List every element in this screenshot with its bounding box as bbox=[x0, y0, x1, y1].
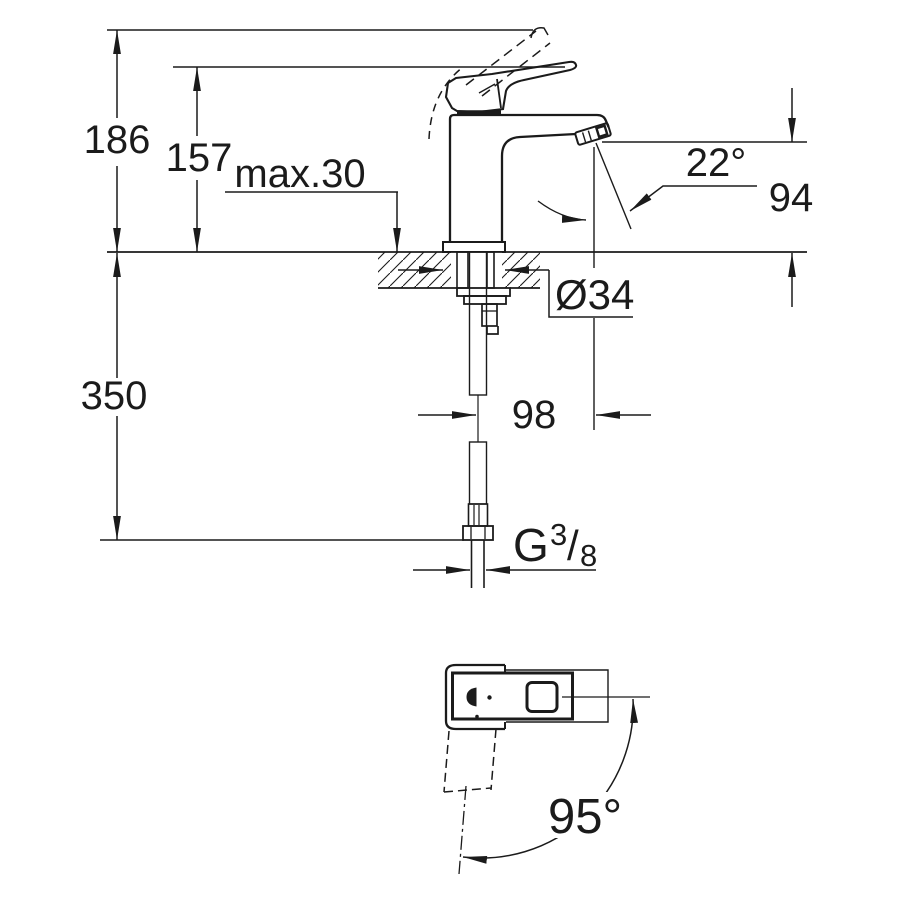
dim-label-g: G bbox=[513, 519, 549, 571]
stud-hook bbox=[486, 326, 499, 335]
dim-label-98: 98 bbox=[512, 393, 557, 437]
lever-handle bbox=[444, 60, 578, 114]
dim-157: 157 bbox=[166, 66, 565, 252]
angle-leader-line bbox=[629, 185, 757, 212]
aerator bbox=[574, 122, 612, 146]
dim-label-350: 350 bbox=[81, 374, 148, 418]
dim-label-g-denominator: 8 bbox=[580, 538, 597, 573]
mounting-washer bbox=[456, 287, 511, 297]
open-handle-tip bbox=[530, 26, 549, 39]
dim-label-g-slash: / bbox=[567, 522, 579, 569]
lever-handle-open-dashed bbox=[428, 26, 551, 140]
stream-reference bbox=[537, 142, 632, 430]
flow-arc-arrow bbox=[537, 200, 587, 223]
dim-22deg: 22° bbox=[629, 141, 757, 212]
supply-hose bbox=[462, 251, 494, 588]
dim-label-22deg: 22° bbox=[686, 141, 747, 185]
base-escutcheon bbox=[442, 241, 506, 253]
lever-pivot-dot bbox=[487, 695, 492, 700]
dim-label-95deg: 95° bbox=[548, 790, 622, 844]
stream-angled-line bbox=[595, 142, 632, 230]
dim-g38: G 3 / 8 bbox=[413, 517, 597, 574]
hose-collar bbox=[467, 503, 489, 527]
faucet-outer-profile bbox=[448, 113, 610, 242]
handle-swing-dashed-arc bbox=[428, 66, 464, 140]
lever-cube-recess bbox=[525, 681, 559, 713]
dim-max30: max.30 bbox=[225, 152, 401, 252]
mounting-stud bbox=[481, 303, 498, 327]
faucet-spout-underside bbox=[500, 132, 577, 242]
hose-braid-lower bbox=[468, 441, 488, 505]
dim-label-g-numerator: 3 bbox=[550, 517, 567, 552]
mounting-nut bbox=[463, 295, 507, 305]
dim-label-186: 186 bbox=[84, 118, 151, 162]
lever-rotated-dashed bbox=[443, 728, 497, 875]
mounting-hardware bbox=[456, 251, 511, 335]
rotated-centerline bbox=[458, 785, 467, 875]
dia34-leader-line bbox=[548, 270, 633, 318]
dim-label-max30: max.30 bbox=[234, 152, 365, 196]
dim-186: 186 bbox=[84, 29, 533, 252]
lever-detail-mark bbox=[466, 687, 477, 707]
dim-98: 98 bbox=[418, 393, 651, 437]
dim-label-157: 157 bbox=[166, 136, 233, 180]
dim-94: 94 bbox=[602, 88, 813, 307]
dim-label-94: 94 bbox=[769, 176, 814, 220]
lever-detail-dot bbox=[475, 714, 479, 719]
faucet-body bbox=[442, 110, 612, 253]
body-top-view-bracket bbox=[444, 663, 505, 731]
dim-350: 350 bbox=[81, 253, 464, 541]
top-view: 95° bbox=[443, 663, 650, 875]
dim-label-dia34: Ø34 bbox=[555, 271, 634, 318]
label-halo bbox=[550, 792, 622, 838]
hose-hex-nut bbox=[462, 525, 494, 541]
front-view: 186 157 max.30 22° 94 bbox=[81, 26, 813, 588]
dim-dia34: Ø34 bbox=[398, 266, 634, 318]
